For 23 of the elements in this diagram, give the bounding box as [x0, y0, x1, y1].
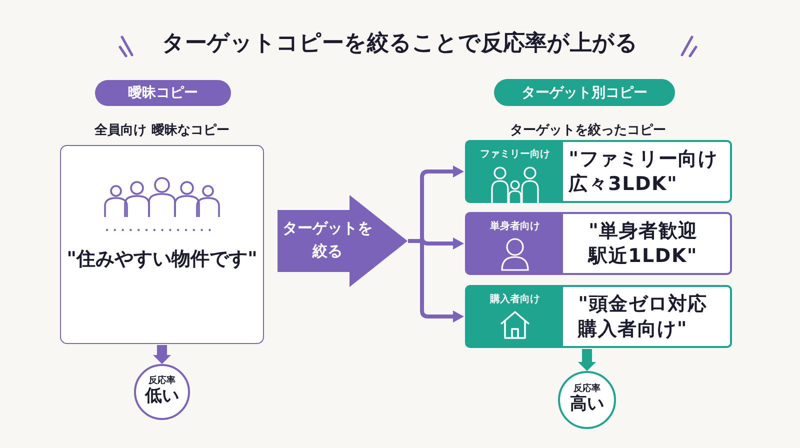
- result-caption: 反応率: [574, 385, 600, 394]
- arrow-text: ターゲットを絞る: [282, 218, 374, 262]
- copy-text: "住みやすい物件です": [66, 247, 258, 272]
- card-heading: 購入者向け: [490, 292, 540, 306]
- copy-card: [465, 285, 732, 348]
- card-heading: ファミリー向け: [480, 148, 550, 161]
- card-heading: 単身者向け: [490, 220, 540, 233]
- subtitle: ターゲットを絞ったコピー: [509, 122, 667, 139]
- heading-pill: ターゲット別コピー: [494, 79, 675, 106]
- copy-card: [465, 140, 732, 203]
- result-text: 高い: [570, 395, 604, 415]
- down-arrow: [578, 349, 596, 371]
- result-text: 低い: [145, 387, 179, 407]
- copy-text: "単身者歓迎駅近1LDK": [588, 218, 700, 268]
- copy-text: "ファミリー向け広々3LDK": [568, 146, 719, 196]
- heading-pill: 曖昧コピー: [95, 80, 231, 106]
- down-arrow: [153, 345, 171, 364]
- subtitle: 全員向け 曖昧なコピー: [94, 122, 230, 139]
- copy-card: [465, 212, 732, 275]
- copy-box: [60, 145, 264, 344]
- copy-text: "頭金ゼロ対応購入者向け": [578, 292, 708, 342]
- title: ターゲットコピーを絞ることで反応率が上がる: [162, 30, 638, 58]
- result-caption: 反応率: [148, 377, 176, 387]
